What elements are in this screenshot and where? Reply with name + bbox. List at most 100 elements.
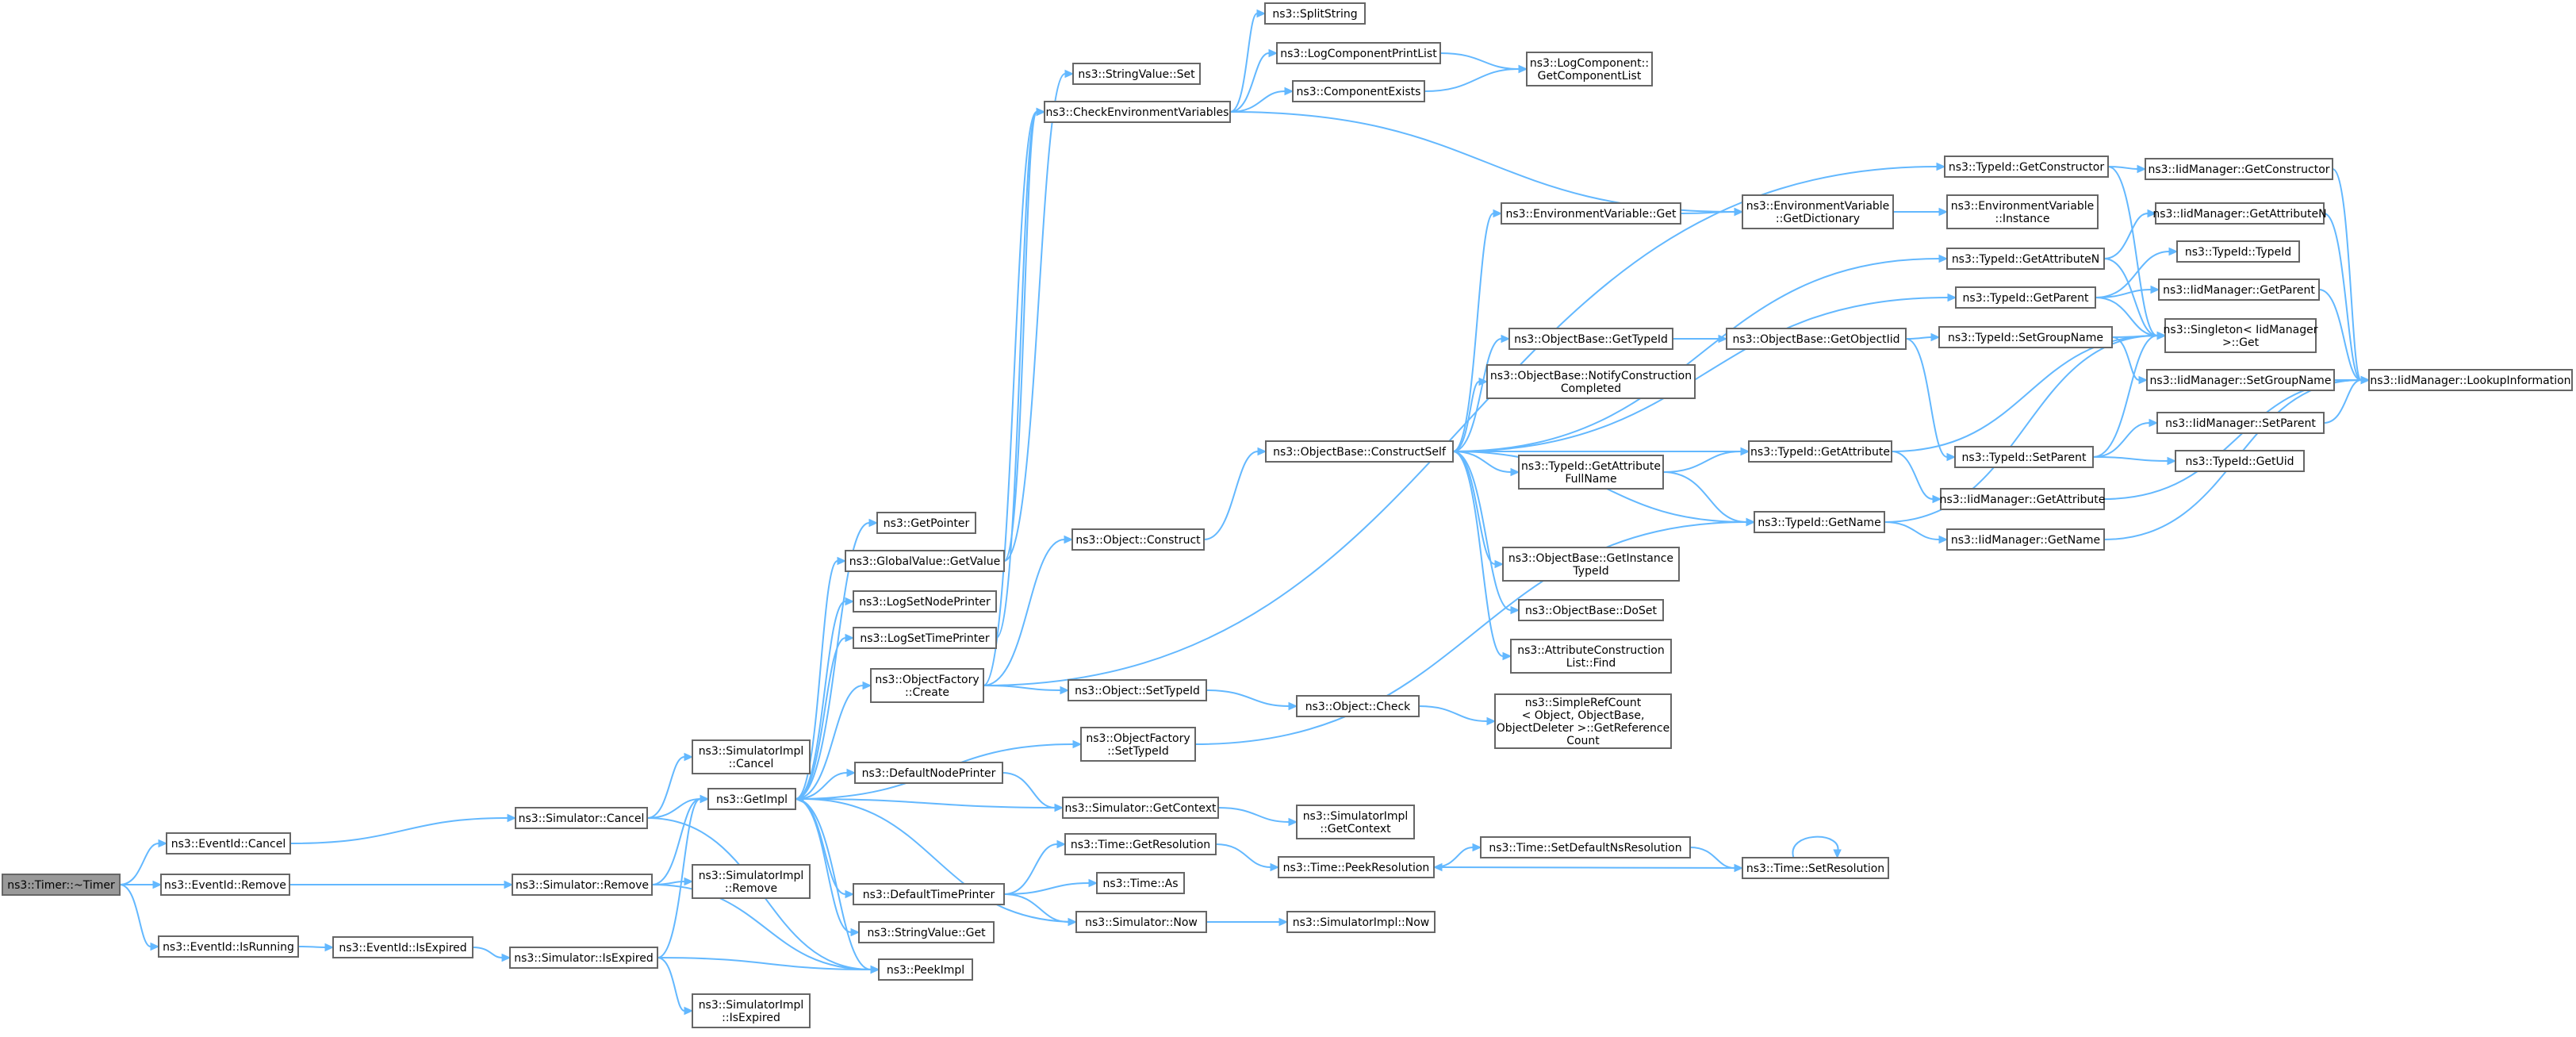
node-simNow[interactable]: ns3::Simulator::Now — [1075, 911, 1207, 933]
node-envVarGetDict[interactable]: ns3::EnvironmentVariable::GetDictionary — [1742, 194, 1894, 229]
edge-line — [2092, 456, 2168, 462]
node-box — [1062, 797, 1219, 819]
node-tidGetParent[interactable]: ns3::TypeId::GetParent — [1955, 286, 2096, 309]
node-timeGetRes[interactable]: ns3::Time::GetResolution — [1064, 833, 1217, 855]
node-root[interactable]: ns3::Timer::~Timer — [2, 874, 121, 896]
node-tidTypeId[interactable]: ns3::TypeId::TypeId — [2176, 240, 2300, 263]
edge-arrowhead — [1036, 107, 1046, 117]
node-simCancel[interactable]: ns3::Simulator::Cancel — [515, 807, 648, 829]
node-iidLookup[interactable]: ns3::IidManager::LookupInformation — [2368, 369, 2573, 391]
node-logSetTimePrinter[interactable]: ns3::LogSetTimePrinter — [853, 627, 997, 649]
node-checkEnv[interactable]: ns3::CheckEnvironmentVariables — [1044, 101, 1231, 123]
node-simImplIsExpired[interactable]: ns3::SimulatorImpl::IsExpired — [692, 993, 811, 1028]
node-eidIsRunning[interactable]: ns3::EventId::IsRunning — [158, 935, 299, 958]
node-objCheck[interactable]: ns3::Object::Check — [1296, 695, 1420, 717]
node-label: ns3::LogComponentPrintList — [1280, 48, 1437, 60]
node-timeSetRes[interactable]: ns3::Time::SetResolution — [1742, 857, 1889, 879]
node-objSetTypeId[interactable]: ns3::Object::SetTypeId — [1068, 679, 1207, 701]
node-simImplCancel[interactable]: ns3::SimulatorImpl::Cancel — [692, 739, 811, 774]
edge-line — [2103, 213, 2149, 259]
node-objConstruct[interactable]: ns3::Object::Construct — [1071, 528, 1205, 551]
node-compExists[interactable]: ns3::ComponentExists — [1292, 80, 1425, 102]
node-peekImpl[interactable]: ns3::PeekImpl — [878, 958, 973, 981]
node-simGetContext[interactable]: ns3::Simulator::GetContext — [1062, 797, 1219, 819]
node-simImplNow[interactable]: ns3::SimulatorImpl::Now — [1286, 911, 1436, 933]
node-timePeekRes[interactable]: ns3::Time::PeekResolution — [1278, 856, 1435, 878]
node-tidGetAttribute[interactable]: ns3::TypeId::GetAttribute — [1748, 440, 1892, 463]
edge-line — [1452, 451, 1512, 611]
node-obConstructSelf[interactable]: ns3::ObjectBase::ConstructSelf — [1265, 440, 1454, 463]
edge-arrowhead — [837, 556, 847, 566]
node-timeAs[interactable]: ns3::Time::As — [1096, 872, 1185, 894]
node-strValSet[interactable]: ns3::StringValue::Set — [1072, 63, 1201, 85]
node-label: ns3::DefaultNodePrinter — [862, 767, 996, 780]
edge-arrowhead — [1510, 467, 1520, 477]
node-obGetTypeId[interactable]: ns3::ObjectBase::GetTypeId — [1508, 328, 1673, 350]
node-tidSetParent[interactable]: ns3::TypeId::SetParent — [1954, 446, 2094, 468]
edge-line — [1891, 335, 2158, 452]
edge-line — [2103, 379, 2362, 500]
node-ofCreate[interactable]: ns3::ObjectFactory::Create — [870, 668, 984, 703]
node-ofSetTypeId[interactable]: ns3::ObjectFactory::SetTypeId — [1080, 727, 1196, 762]
node-label: ns3::IidManager::GetParent — [2163, 284, 2315, 297]
node-iidGetName[interactable]: ns3::IidManager::GetName — [1946, 528, 2105, 551]
edge-arrowhead — [1268, 48, 1278, 58]
node-eidIsExpired[interactable]: ns3::EventId::IsExpired — [332, 936, 473, 958]
node-simpleRefCount[interactable]: ns3::SimpleRefCount< Object, ObjectBase,… — [1494, 693, 1672, 749]
node-obDoSet[interactable]: ns3::ObjectBase::DoSet — [1518, 599, 1664, 621]
node-logSetNodePrinter[interactable]: ns3::LogSetNodePrinter — [853, 590, 997, 613]
edge-defTimePrinter-simNow — [1003, 893, 1078, 927]
node-tidSetGroupName[interactable]: ns3::TypeId::SetGroupName — [1938, 326, 2113, 348]
edge-line — [2095, 297, 2158, 336]
edge-arrowhead — [684, 877, 694, 886]
node-getPointer[interactable]: ns3::GetPointer — [876, 512, 976, 534]
node-eidCancel[interactable]: ns3::EventId::Cancel — [166, 832, 291, 855]
node-box — [692, 739, 811, 774]
node-getImpl[interactable]: ns3::GetImpl — [707, 788, 796, 810]
node-simRemove[interactable]: ns3::Simulator::Remove — [512, 874, 653, 896]
edge-tidGetAttribute-iidGetAttribute — [1891, 451, 1942, 504]
node-tidGetConstructor[interactable]: ns3::TypeId::GetConstructor — [1944, 156, 2109, 178]
node-box — [1518, 455, 1664, 490]
node-defNodePrinter[interactable]: ns3::DefaultNodePrinter — [854, 762, 1003, 784]
node-label: ns3::Time::GetResolution — [1071, 839, 1210, 851]
edge-iidGetAttribute-iidLookup — [2103, 375, 2371, 500]
edge-line — [1418, 705, 1488, 722]
node-iidGetParent[interactable]: ns3::IidManager::GetParent — [2158, 278, 2320, 301]
node-logCompPrintList[interactable]: ns3::LogComponentPrintList — [1276, 42, 1441, 64]
node-timeSetDefNs[interactable]: ns3::Time::SetDefaultNsResolution — [1480, 836, 1691, 858]
node-obGetObjectIid[interactable]: ns3::ObjectBase::GetObjectIid — [1726, 328, 1907, 350]
node-eidRemove[interactable]: ns3::EventId::Remove — [160, 874, 290, 896]
node-tidGetUid[interactable]: ns3::TypeId::GetUid — [2175, 450, 2305, 472]
edge-arrowhead — [850, 928, 861, 937]
node-iidSetGroupName[interactable]: ns3::IidManager::SetGroupName — [2146, 369, 2335, 391]
node-gvGetValue[interactable]: ns3::GlobalValue::GetValue — [845, 550, 1005, 572]
node-envVarGet[interactable]: ns3::EnvironmentVariable::Get — [1501, 202, 1681, 225]
node-splitString[interactable]: ns3::SplitString — [1264, 2, 1366, 25]
edge-obConstructSelf-obGetTypeId — [1452, 334, 1511, 452]
node-simIsExpired[interactable]: ns3::Simulator::IsExpired — [509, 947, 658, 969]
node-defTimePrinter[interactable]: ns3::DefaultTimePrinter — [853, 883, 1005, 905]
edge-line — [1229, 111, 1735, 213]
node-label: ns3::TypeId::SetParent — [1962, 451, 2087, 464]
edge-timeSetRes-timeSetRes — [1792, 835, 1842, 859]
node-singletonGet[interactable]: ns3::Singleton< IidManager>::Get — [2164, 318, 2318, 353]
node-iidGetAttribute[interactable]: ns3::IidManager::GetAttribute — [1940, 488, 2106, 510]
node-simImplGetContext[interactable]: ns3::SimulatorImpl::GetContext — [1296, 805, 1415, 839]
edge-line — [1662, 471, 1747, 523]
node-tidGetAttrN[interactable]: ns3::TypeId::GetAttributeN — [1946, 248, 2105, 270]
node-tidGetName[interactable]: ns3::TypeId::GetName — [1754, 511, 1885, 533]
node-iidSetParent[interactable]: ns3::IidManager::SetParent — [2156, 412, 2325, 434]
node-logCompGetList[interactable]: ns3::LogComponent::GetComponentList — [1526, 52, 1653, 86]
node-iidGetAttrN[interactable]: ns3::IidManager::GetAttributeN — [2152, 202, 2327, 225]
node-iidGetConstructor[interactable]: ns3::IidManager::GetConstructor — [2145, 158, 2333, 180]
node-strValGet[interactable]: ns3::StringValue::Get — [858, 921, 995, 943]
node-simImplRemove[interactable]: ns3::SimulatorImpl::Remove — [692, 864, 811, 899]
node-envVarInstance[interactable]: ns3::EnvironmentVariable::Instance — [1946, 194, 2099, 229]
node-label: ::Create — [905, 686, 949, 699]
node-label: ns3::Time::SetResolution — [1746, 862, 1884, 875]
node-obNotify[interactable]: ns3::ObjectBase::NotifyConstructionCompl… — [1486, 364, 1696, 399]
